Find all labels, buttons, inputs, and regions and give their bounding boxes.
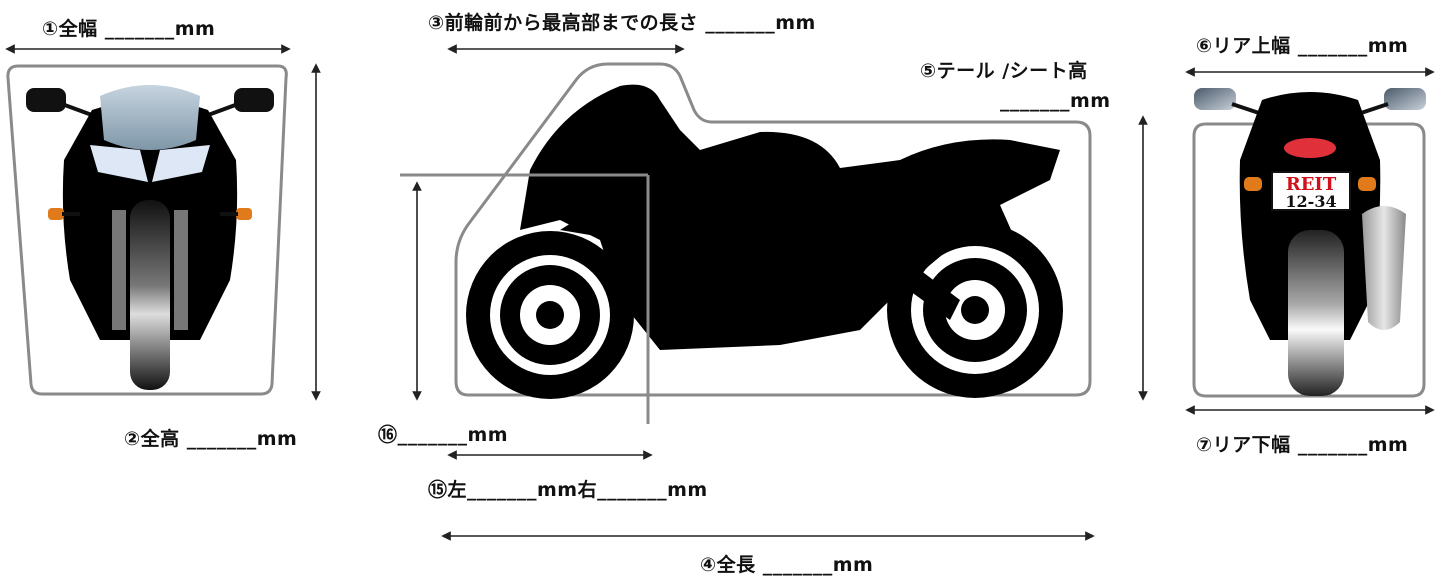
rear-wheel: [1288, 230, 1344, 396]
rear-lower-width-label: ⑦リア下幅 _______mm: [1196, 434, 1409, 456]
full-length-label: ④全長 _______mm: [700, 554, 874, 576]
plate-line2: 12-34: [1285, 192, 1336, 211]
item16-label: ⑯_______mm: [378, 424, 509, 446]
tail-seat-height-title: ⑤テール /シート高: [920, 60, 1088, 82]
headlight-right: [152, 145, 210, 182]
side-motorcycle-silhouette: [466, 84, 1063, 399]
front-view: [5, 44, 321, 401]
headlight-left: [90, 145, 148, 182]
front-wheel: [130, 200, 170, 390]
rear-motorcycle-silhouette: [1194, 88, 1426, 396]
taillight: [1284, 138, 1336, 158]
front-motorcycle-silhouette: [26, 85, 274, 390]
tail-seat-height-value: _______mm: [1000, 90, 1111, 112]
windscreen: [100, 85, 200, 150]
rear-view: REIT 12-34: [1185, 67, 1435, 415]
rear-mirror-left: [1194, 88, 1236, 110]
muffler: [1362, 206, 1406, 330]
rear-cover-outline: [1192, 122, 1426, 398]
license-plate: [1271, 171, 1351, 211]
rear-upper-width-label: ⑥リア上幅 _______mm: [1196, 35, 1409, 57]
front-to-top-label: ③前輪前から最高部までの長さ _______mm: [428, 12, 816, 34]
side-cover-outline: [454, 62, 1092, 397]
left-right-label: ⑮左_______mm右_______mm: [428, 479, 708, 501]
rear-mirror-right: [1384, 88, 1426, 110]
front-cover-outline: [6, 64, 288, 396]
side-view: [400, 44, 1148, 541]
full-height-label: ②全高 _______mm: [124, 428, 298, 450]
plate-line1: REIT: [1286, 174, 1337, 195]
full-width-label: ①全幅 _______mm: [42, 18, 216, 40]
